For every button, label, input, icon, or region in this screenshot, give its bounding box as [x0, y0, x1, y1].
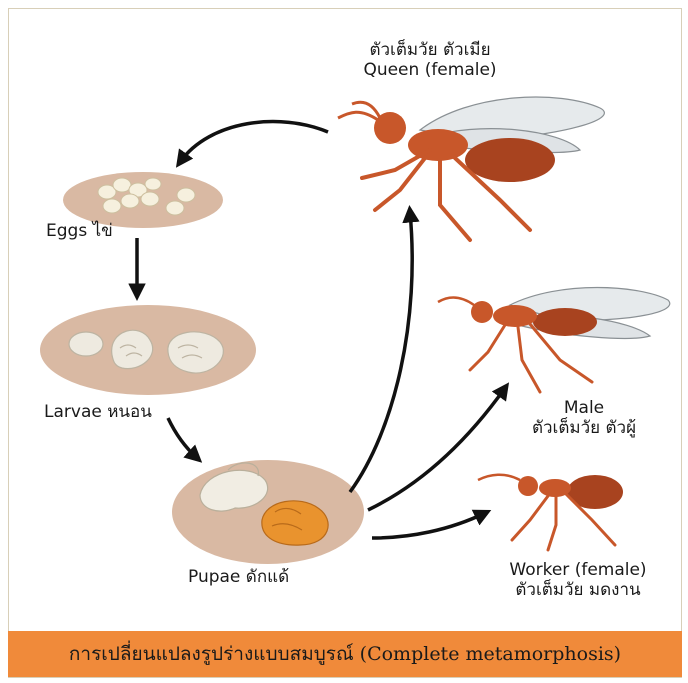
queen-label: ตัวเต็มวัย ตัวเมีย Queen (female)	[330, 40, 530, 80]
worker-label-thai: ตัวเต็มวัย มดงาน	[480, 580, 676, 600]
queen-label-english: Queen (female)	[330, 60, 530, 80]
male-label: Male ตัวเต็มวัย ตัวผู้	[504, 398, 664, 438]
male-label-english: Male	[504, 398, 664, 418]
arrow-pupae-to-male	[368, 388, 505, 510]
queen-label-thai: ตัวเต็มวัย ตัวเมีย	[330, 40, 530, 60]
arrow-pupae-to-queen	[350, 212, 412, 492]
arrow-queen-to-eggs	[180, 122, 328, 162]
worker-label-english: Worker (female)	[480, 560, 676, 580]
arrow-pupae-to-worker	[372, 513, 485, 538]
title-banner: การเปลี่ยนแปลงรูปร่างแบบสมบูรณ์ (Complet…	[8, 631, 682, 677]
male-ant-illustration	[438, 288, 670, 393]
worker-ant-illustration	[478, 475, 623, 550]
arrow-larvae-to-pupae	[168, 418, 197, 458]
queen-ant-illustration	[338, 97, 604, 240]
pupae-label: Pupae ดักแด้	[188, 567, 289, 587]
male-label-thai: ตัวเต็มวัย ตัวผู้	[504, 418, 664, 438]
larvae-label: Larvae หนอน	[44, 402, 152, 422]
worker-label: Worker (female) ตัวเต็มวัย มดงาน	[480, 560, 676, 600]
eggs-label: Eggs ไข่	[46, 221, 113, 241]
